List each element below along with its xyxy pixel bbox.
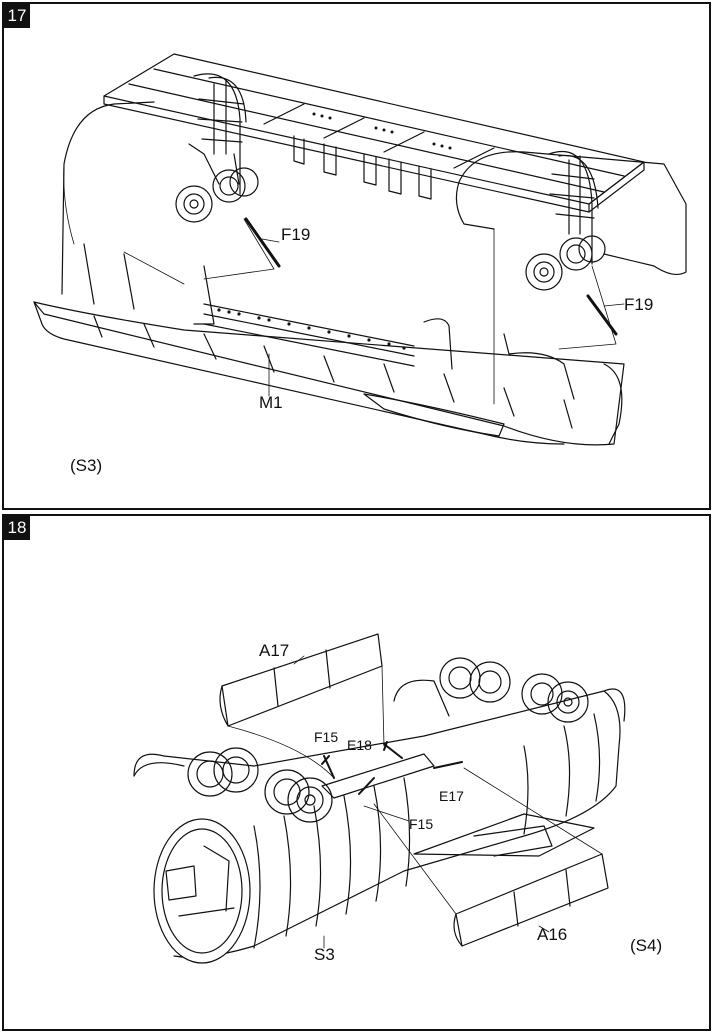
callout-f15-lower: F15 <box>409 816 434 832</box>
callout-e17: E17 <box>439 788 464 804</box>
callout-s3: S3 <box>314 945 335 964</box>
callout-e18: E18 <box>347 737 372 753</box>
fuselage-door-assembly-drawing <box>133 633 626 964</box>
subassembly-reference: (S3) <box>70 456 103 475</box>
step-18-panel: 18 <box>2 514 711 1031</box>
step-17-panel: 17 <box>2 2 711 510</box>
fuselage-lower-assembly-drawing <box>33 53 687 446</box>
step-number: 17 <box>4 4 30 28</box>
step-number: 18 <box>4 516 30 540</box>
callout-a16: A16 <box>537 925 568 944</box>
callout-a17: A17 <box>259 641 290 660</box>
subassembly-reference: (S4) <box>630 936 663 955</box>
callout-m1: M1 <box>259 393 283 412</box>
callout-f15-upper: F15 <box>314 729 339 745</box>
callout-f19-right: F19 <box>624 295 654 314</box>
callout-f19-left: F19 <box>281 225 311 244</box>
